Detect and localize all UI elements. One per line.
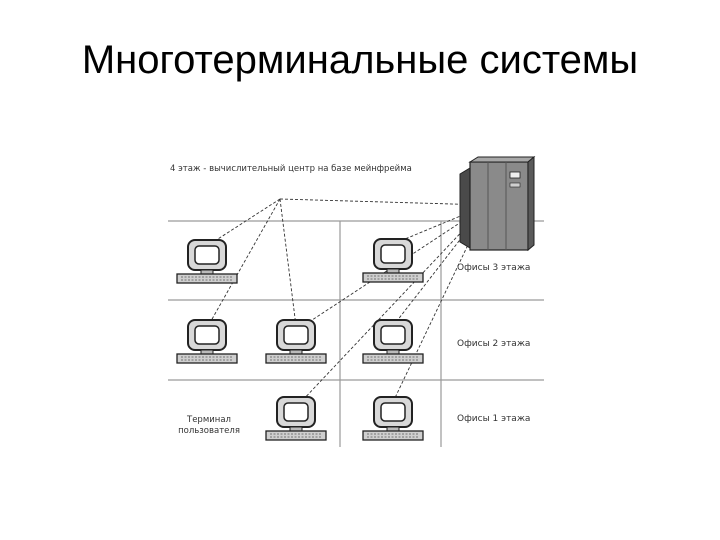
terminal-floor2-left <box>176 319 238 364</box>
terminal-floor3-left <box>176 239 238 284</box>
link-hub-terminal-f2-mid <box>279 198 297 327</box>
connection-lines <box>206 198 488 404</box>
floor1-label: Офисы 1 этажа <box>457 414 530 424</box>
link-mainframe-terminal-f1-mid <box>299 204 488 404</box>
terminal-floor1-mid <box>265 396 327 441</box>
floor2-label: Офисы 2 этажа <box>457 339 530 349</box>
terminal-floor1-right <box>362 396 424 441</box>
link-hub-terminal-f3-left <box>206 198 281 247</box>
slide-title: Многотерминальные системы <box>81 38 639 82</box>
terminal-caption-line1: Терминал <box>186 415 231 425</box>
top-floor-label: 4 этаж - вычислительный центр на базе ме… <box>170 164 412 174</box>
terminal-floor2-mid <box>265 319 327 364</box>
terminal-floor3-right <box>362 238 424 283</box>
terminal-caption-line2: пользователя <box>178 426 240 436</box>
link-hub-mainframe <box>279 198 488 206</box>
mainframe-icon <box>459 155 536 252</box>
floor3-label: Офисы 3 этажа <box>457 263 530 273</box>
